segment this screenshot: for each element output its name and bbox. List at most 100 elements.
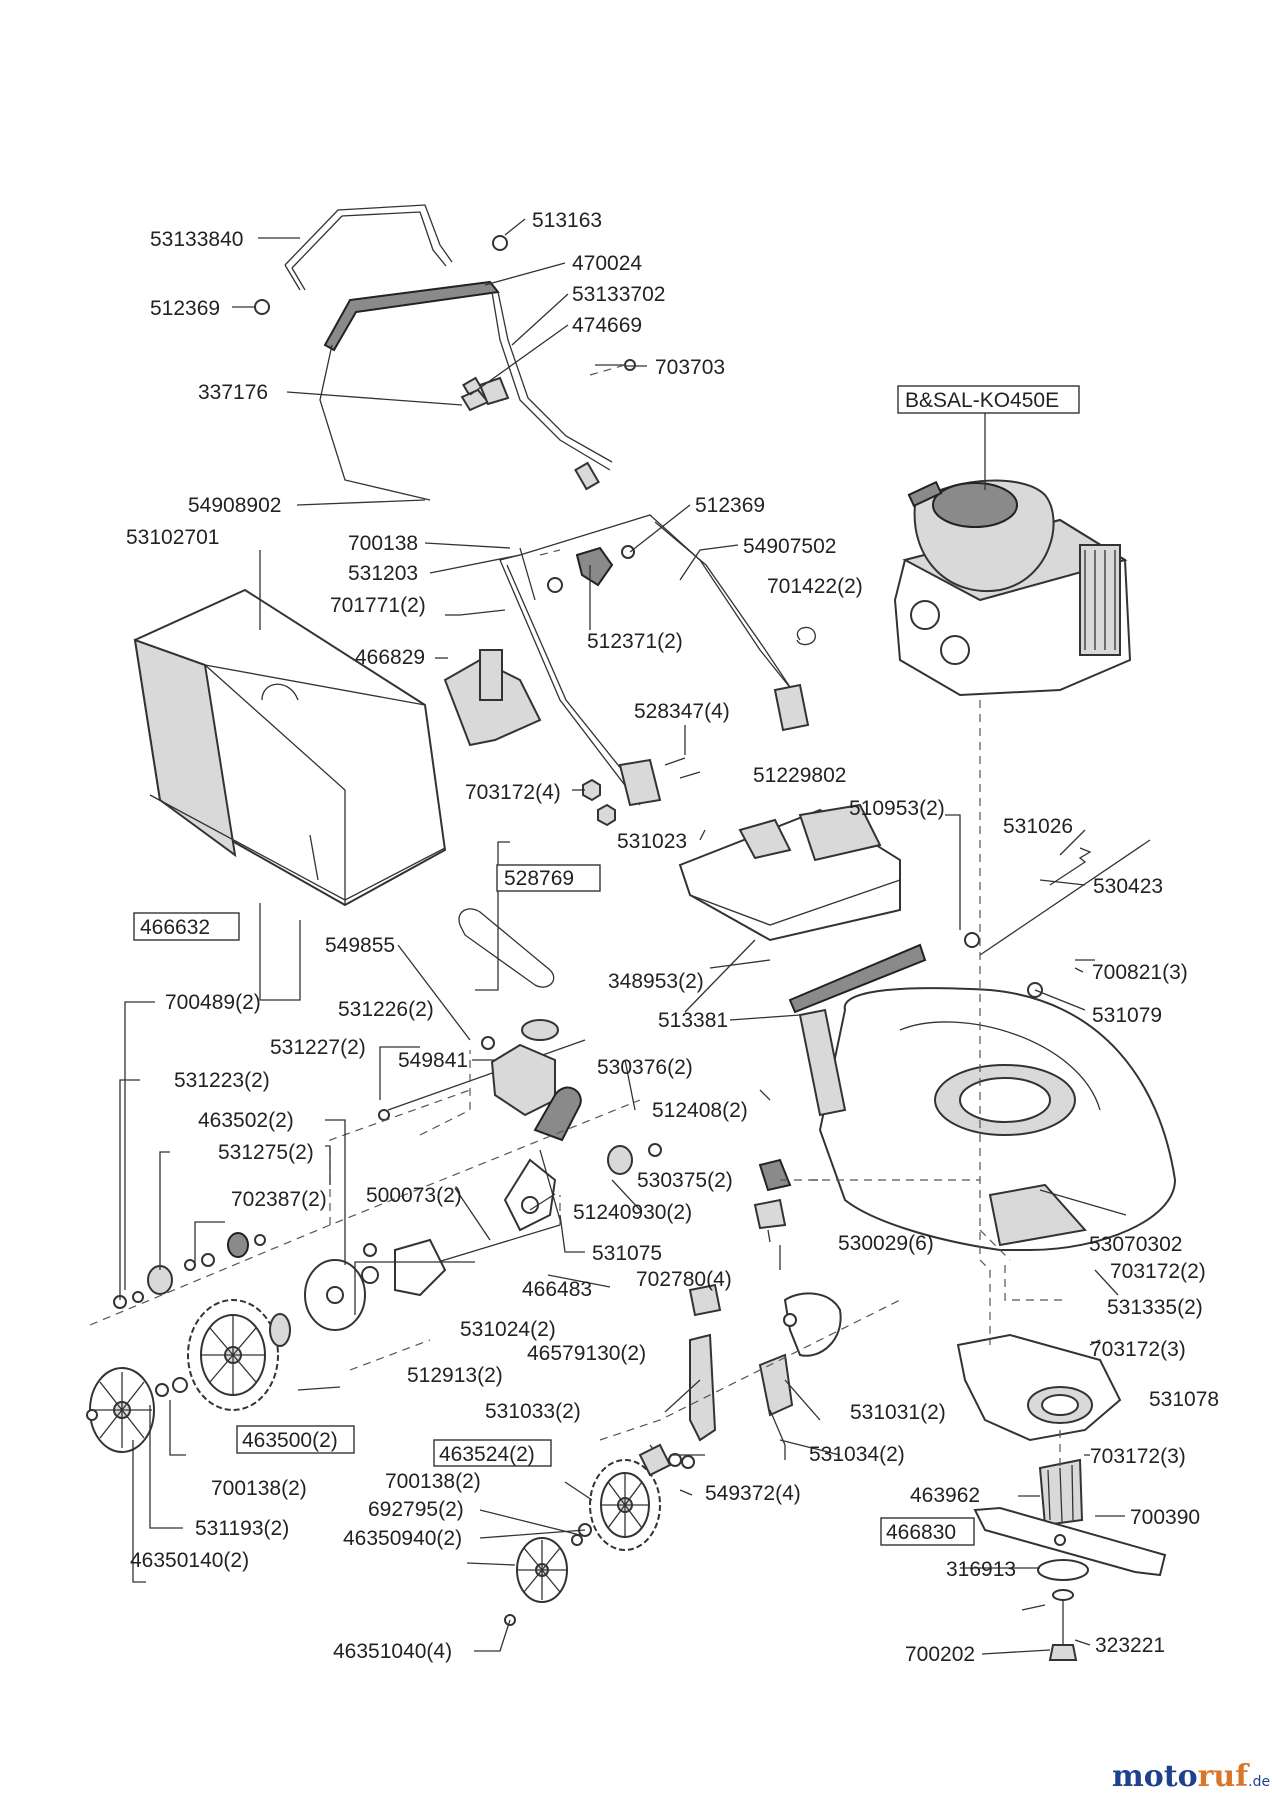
part-label: 46351040(4): [333, 1640, 452, 1663]
assembly-centerlines: [89, 364, 1065, 1470]
part-label: 512913(2): [407, 1364, 503, 1387]
handle-knob-assembly: [459, 545, 816, 646]
part-label: 703172(3): [1090, 1445, 1186, 1468]
part-label: 51229802: [753, 764, 846, 787]
part-label: 513163: [532, 209, 602, 232]
part-label: 530376(2): [597, 1056, 693, 1079]
part-label: 530375(2): [637, 1169, 733, 1192]
part-label: 549855: [325, 934, 395, 957]
part-label: 500073(2): [366, 1184, 462, 1207]
part-label: 700390: [1130, 1506, 1200, 1529]
label-frames: [133, 385, 1080, 1546]
watermark-suffix: .de: [1248, 1774, 1270, 1790]
part-label: 703172(2): [1110, 1260, 1206, 1283]
part-label: 54908902: [188, 494, 281, 517]
part-label: 700489(2): [165, 991, 261, 1014]
part-label: 702387(2): [231, 1188, 327, 1211]
part-number-labels: 53133840 513163 470024 512369 53133702 4…: [126, 209, 1219, 1666]
motoruf-watermark: motoruf.de: [1112, 1759, 1270, 1794]
blade-holder: [1038, 1458, 1084, 1527]
part-label: 463524(2): [439, 1443, 535, 1466]
part-label: 531193(2): [195, 1517, 289, 1540]
part-label: 692795(2): [368, 1498, 464, 1521]
engine: [893, 479, 1132, 697]
part-label: 531203: [348, 562, 418, 585]
part-label: 316913: [946, 1558, 1016, 1581]
part-label: 531226(2): [338, 998, 434, 1021]
part-label: 323221: [1095, 1634, 1165, 1657]
front-axle-parts: [638, 1283, 842, 1477]
shaft-and-spring: [964, 839, 1151, 998]
rear-cover: [678, 803, 901, 942]
part-label: 531227(2): [270, 1036, 366, 1059]
part-label: 531034(2): [809, 1443, 905, 1466]
part-label: 512369: [150, 297, 220, 320]
part-label: 337176: [198, 381, 268, 404]
part-label: 531024(2): [460, 1318, 556, 1341]
part-label: 700138(2): [385, 1470, 481, 1493]
part-label: 466830: [886, 1521, 956, 1544]
gearbox-axle: [378, 1019, 662, 1175]
part-label: 549372(4): [705, 1482, 801, 1505]
grass-catcher: [133, 588, 447, 907]
part-label: 46350140(2): [130, 1549, 249, 1572]
part-label: 700138: [348, 532, 418, 555]
watermark-brand-b: ruf: [1198, 1759, 1251, 1794]
part-label: 512371(2): [587, 630, 683, 653]
part-label: 46350940(2): [343, 1527, 462, 1550]
part-label: 510953(2): [849, 797, 945, 820]
part-label: 531223(2): [174, 1069, 270, 1092]
part-label: 531023: [617, 830, 687, 853]
blade-adapter: [956, 1333, 1122, 1442]
part-label: 531079: [1092, 1004, 1162, 1027]
part-label: 53133702: [572, 283, 665, 306]
part-label: 46579130(2): [527, 1342, 646, 1365]
rear-axle: [361, 1224, 561, 1297]
watermark-brand-a: moto: [1112, 1759, 1198, 1794]
part-label: 53102701: [126, 526, 219, 549]
part-label: 531335(2): [1107, 1296, 1203, 1319]
part-label: 531026: [1003, 815, 1073, 838]
part-label: 703172(3): [1090, 1338, 1186, 1361]
part-label: 549841: [398, 1049, 468, 1072]
svg-text:motoruf.de: motoruf.de: [1112, 1759, 1270, 1794]
part-label: 531078: [1149, 1388, 1219, 1411]
part-label: 512369: [695, 494, 765, 517]
part-label: 700138(2): [211, 1477, 307, 1500]
part-label: 348953(2): [608, 970, 704, 993]
drive-belt: [458, 908, 555, 1050]
part-label: 700202: [905, 1643, 975, 1666]
part-label: 53070302: [1089, 1233, 1182, 1256]
mower-deck: [788, 943, 1177, 1251]
part-label: 701422(2): [767, 575, 863, 598]
part-label: 466829: [355, 646, 425, 669]
part-label: 54907502: [743, 535, 836, 558]
part-label: 703703: [655, 356, 725, 379]
part-label: 531033(2): [485, 1400, 581, 1423]
lower-handle: [499, 514, 810, 807]
mower-blade: [973, 1506, 1167, 1577]
part-label: 512408(2): [652, 1099, 748, 1122]
part-label: 530423: [1093, 875, 1163, 898]
part-label: 530029(6): [838, 1232, 934, 1255]
height-lever: [503, 1086, 582, 1232]
part-label: 528347(4): [634, 700, 730, 723]
handle-screws-nuts: [582, 757, 701, 827]
part-label: 700821(3): [1092, 961, 1188, 984]
front-hubcap: [504, 1523, 592, 1626]
rear-wheel: [187, 1299, 291, 1411]
part-label: 531275(2): [218, 1141, 314, 1164]
engine-model-label: B&SAL-KO450E: [905, 389, 1059, 412]
part-label: 528769: [504, 867, 574, 890]
part-label: 51240930(2): [573, 1201, 692, 1224]
part-label: 474669: [572, 314, 642, 337]
upper-handle-bar: [284, 204, 453, 291]
small-fittings-top: [254, 235, 636, 412]
height-adjust-parts: [753, 1158, 818, 1243]
part-label: 466483: [522, 1278, 592, 1301]
part-label: 703172(4): [465, 781, 561, 804]
front-wheel: [589, 1459, 661, 1551]
part-label: 463962: [910, 1484, 980, 1507]
part-label: 702780(4): [636, 1268, 732, 1291]
